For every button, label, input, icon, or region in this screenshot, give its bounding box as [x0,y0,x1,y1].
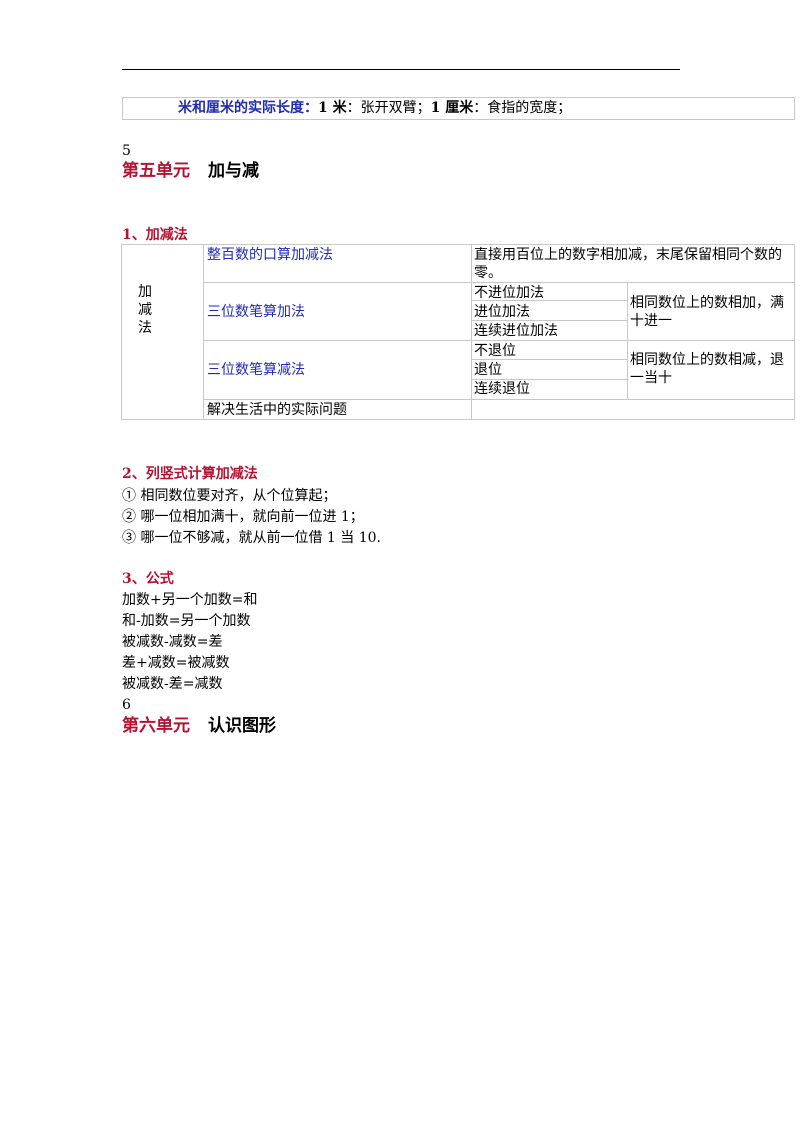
row3-sub1: 不退位 [474,343,516,359]
section1-heading: 1、加减法 [122,227,188,243]
section2-item-1: ① 相同数位要对齐，从个位算起； [122,488,337,504]
length-note-box [122,97,795,120]
row3-name: 三位数笔算减法 [207,362,305,378]
unit5-title-prefix: 第五单元 [122,161,190,181]
unit6-title: 第六单元认识图形 [122,716,276,736]
centimeter-sep: ： [473,100,488,116]
formula-3: 被减数-减数=差 [122,634,223,650]
row4-name: 解决生活中的实际问题 [207,402,347,418]
meter-label: 1 米 [318,100,347,116]
row1-name: 整百数的口算加减法 [207,247,333,263]
length-note: 米和厘米的实际长度：1 米：张开双臂；1 厘米：食指的宽度； [178,99,571,117]
formula-1: 加数+另一个加数=和 [122,592,258,608]
meter-sep: ： [346,100,361,116]
top-rule [122,69,680,70]
table-row-header: 加减法 [137,283,157,337]
centimeter-label: 1 厘米 [430,100,474,116]
unit5-title-text: 加与减 [208,161,259,181]
unit6-title-text: 认识图形 [208,716,276,736]
row2-sub2: 进位加法 [474,304,530,320]
formula-4: 差+减数=被减数 [122,655,230,671]
meter-desc: 张开双臂； [360,100,431,116]
unit6-title-prefix: 第六单元 [122,716,190,736]
row2-sub3: 连续进位加法 [474,323,558,339]
row3-sub3: 连续退位 [474,381,530,397]
row1-desc: 直接用百位上的数字相加减，末尾保留相同个数的零。 [474,247,782,281]
row3-desc: 相同数位上的数相减，退一当十 [630,352,784,386]
row2-sub1: 不进位加法 [474,285,544,301]
row3-sub2: 退位 [474,362,502,378]
row-header-text: 加减法 [138,284,152,336]
row2-desc: 相同数位上的数相加，满十进一 [630,295,784,329]
addsub-table: 加减法 整百数的口算加减法 直接用百位上的数字相加减，末尾保留相同个数的零。 三… [121,244,795,420]
unit6-number: 6 [122,697,131,713]
formula-5: 被减数-差=减数 [122,676,223,692]
unit5-title: 第五单元加与减 [122,161,259,181]
section2-item-3: ③ 哪一位不够减，就从前一位借 1 当 10. [122,530,381,546]
row2-name: 三位数笔算加法 [207,304,305,320]
formula-2: 和-加数=另一个加数 [122,613,251,629]
section2-item-2: ② 哪一位相加满十，就向前一位进 1； [122,509,364,525]
unit5-number: 5 [122,143,131,159]
length-note-label: 米和厘米的实际长度： [178,100,318,116]
section2-heading: 2、列竖式计算加减法 [122,466,258,482]
centimeter-desc: 食指的宽度； [487,100,572,116]
section3-heading: 3、公式 [122,571,174,587]
